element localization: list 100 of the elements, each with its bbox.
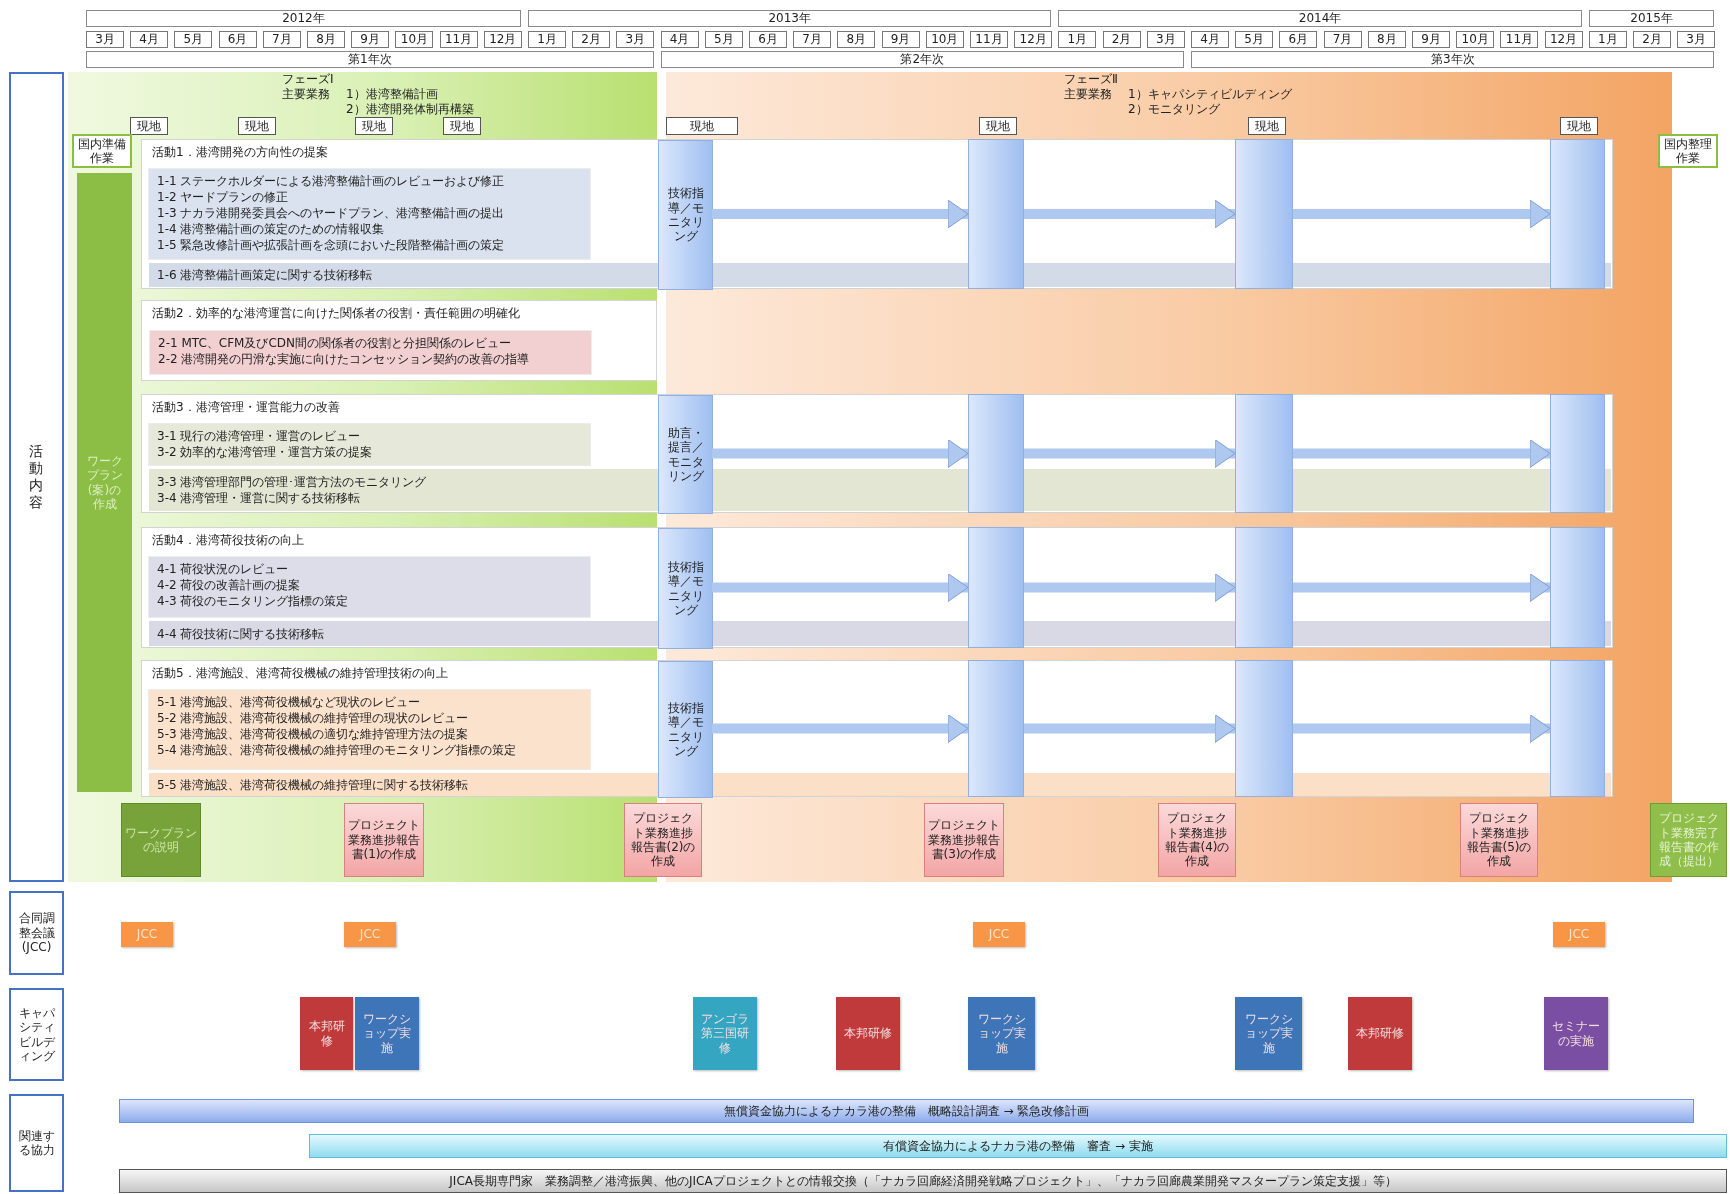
month-header — [218, 31, 257, 48]
training-card — [968, 997, 1035, 1070]
month-text: 6月 — [758, 32, 778, 47]
training-text: ワークショップ実施 — [1243, 1011, 1294, 1056]
month-header — [1633, 31, 1671, 48]
site-work-text: 現地 — [690, 118, 714, 134]
report-text: プロジェクト業務完了報告書の作成（提出） — [1657, 811, 1720, 869]
arrow — [1293, 714, 1551, 743]
project-year-text: 第3年次 — [1430, 52, 1475, 67]
training-card — [836, 997, 900, 1070]
expert-column — [1235, 660, 1293, 797]
month-header — [1677, 31, 1716, 48]
month-header — [130, 31, 169, 48]
cooperation-text: 有償資金協力によるナカラ港の整備 審査 → 実施 — [883, 1138, 1153, 1154]
row-label-text: キャパシティビルディング — [17, 1005, 56, 1064]
year-header — [528, 10, 1052, 27]
month-text: 6月 — [1288, 32, 1309, 47]
month-header — [1500, 31, 1539, 48]
task-text: 1-1 ステークホルダーによる港湾整備計画のレビューおよび修正 — [157, 173, 505, 189]
arrow — [712, 199, 969, 229]
month-text: 12月 — [1019, 32, 1047, 47]
task-text: 1-4 港湾整備計画の策定のための情報収集 — [157, 221, 385, 237]
task-text: 4-1 荷役状況のレビュー — [157, 561, 289, 577]
phase-text: 主要業務 — [282, 87, 330, 102]
expert-column — [1235, 527, 1293, 648]
task-text: 3-2 効率的な港湾管理・運営方策の提案 — [157, 444, 373, 460]
site-work-text: 現地 — [1567, 118, 1591, 134]
arrow — [1293, 199, 1551, 229]
expert-text: 助言・提言／モニタリング — [666, 425, 705, 484]
task-list-panel — [148, 556, 591, 618]
phase-title: フェーズⅡ — [1064, 72, 1118, 87]
month-text: 7月 — [802, 32, 822, 47]
jcc-tag — [1553, 922, 1605, 947]
jcc-text: JCC — [1568, 927, 1590, 942]
training-card — [1544, 997, 1608, 1070]
phase-text: 1）キャパシティビルディング — [1128, 87, 1292, 102]
month-header — [307, 31, 345, 48]
project-year-text: 第2年次 — [900, 52, 945, 67]
row-label-text: 合同調整会議(JCC) — [17, 911, 56, 955]
training-text: セミナーの実施 — [1551, 1019, 1601, 1048]
year-text: 2013年 — [768, 11, 811, 26]
activity-heading: 活動3．港湾管理・運営能力の改善 — [152, 400, 340, 415]
month-text: 9月 — [890, 32, 911, 47]
training-card — [1235, 997, 1302, 1070]
month-header — [439, 31, 478, 48]
expert-column — [968, 139, 1024, 289]
expert-column — [658, 395, 713, 514]
month-text: 9月 — [1421, 32, 1441, 47]
month-header — [351, 31, 390, 48]
arrow — [712, 439, 969, 468]
site-work-tag — [355, 117, 393, 135]
task-text: 4-4 荷役技術に関する技術移転 — [157, 625, 325, 642]
site-work-text: 現地 — [137, 118, 161, 134]
expert-column — [658, 528, 713, 649]
month-text: 8月 — [846, 32, 867, 47]
month-text: 3月 — [625, 32, 646, 47]
expert-column — [658, 140, 713, 290]
work-plan-bar — [77, 173, 132, 792]
month-header — [1323, 31, 1362, 48]
task-text: 1-5 緊急改修計画や拡張計画を念頭においた段階整備計画の策定 — [157, 237, 505, 253]
expert-column — [968, 527, 1024, 648]
month-header — [1014, 31, 1053, 48]
training-card — [300, 997, 353, 1070]
report-card — [1650, 803, 1727, 877]
phase-text: 1）港湾整備計画 — [346, 87, 438, 102]
expert-text: 技術指導／モニタリング — [666, 559, 705, 618]
phase-title: フェーズⅠ — [282, 72, 334, 87]
month-text: 3月 — [1155, 32, 1176, 47]
month-header — [1102, 31, 1141, 48]
month-header — [528, 31, 566, 48]
project-year-header — [1191, 51, 1715, 68]
site-work-tag — [666, 117, 738, 135]
row-label-text: 活動内容 — [28, 443, 45, 511]
expert-column — [1550, 139, 1605, 289]
task-text: 2-1 MTC、CFM及びCDN間の関係者の役割と分担関係のレビュー — [158, 335, 511, 351]
site-work-tag — [979, 117, 1017, 135]
month-text: 4月 — [139, 32, 159, 47]
month-header — [174, 31, 213, 48]
report-text: プロジェクト業務進捗報告書(3)の作成 — [928, 818, 1000, 862]
year-text: 2015年 — [1630, 11, 1673, 26]
month-header — [1235, 31, 1274, 48]
expert-column — [968, 394, 1024, 513]
row-label-panel — [9, 891, 64, 975]
task-text: 3-3 港湾管理部門の管理･運営方法のモニタリング — [157, 474, 427, 490]
expert-column — [1235, 394, 1293, 513]
task-text: 1-2 ヤードプランの修正 — [157, 189, 289, 205]
month-header — [1367, 31, 1406, 48]
month-header — [970, 31, 1008, 48]
task-text: 4-3 荷役のモニタリング指標の策定 — [157, 593, 349, 609]
site-work-tag — [1248, 117, 1286, 135]
task-text: 4-2 荷役の改善計画の提案 — [157, 577, 301, 593]
training-card — [1348, 997, 1412, 1070]
expert-column — [1550, 527, 1605, 648]
month-header — [1588, 31, 1627, 48]
month-text: 6月 — [227, 32, 248, 47]
report-card — [1158, 803, 1236, 877]
cooperation-text: JICA長期専門家 業務調整／港湾振興、他のJICAプロジェクトとの情報交換（「ナカラ回廊経済開発戦略プロジェクト」、「ナカラ回廊農業開発マスタープラン策定支援」等） — [449, 1173, 1397, 1189]
training-text: ワークショップ実施 — [362, 1011, 412, 1056]
arrow — [1024, 573, 1236, 602]
year-header — [1058, 10, 1582, 27]
